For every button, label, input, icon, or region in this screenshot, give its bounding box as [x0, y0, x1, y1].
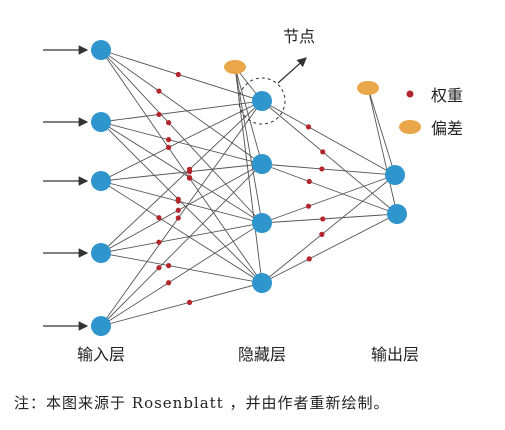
weight-dot	[156, 239, 162, 245]
connection-edge	[100, 222, 263, 254]
connection-edge	[100, 163, 263, 327]
hidden-bias-node	[224, 60, 246, 74]
connection-edge	[100, 100, 263, 123]
connection-edge	[100, 222, 263, 327]
legend-weight-dot	[406, 90, 414, 98]
hidden-node	[252, 91, 272, 111]
connection-edge	[100, 163, 263, 254]
connection-edge	[234, 66, 263, 284]
highlight-node-circle	[238, 77, 286, 125]
hidden-layer-label: 隐藏层	[238, 345, 286, 364]
connection-edge	[261, 100, 396, 176]
input-layer-label: 输入层	[77, 345, 125, 364]
source-note: 注：本图来源于 Rosenblatt ，并由作者重新绘制。	[14, 394, 390, 412]
weight-dot	[156, 111, 162, 118]
connection-edge	[261, 213, 398, 284]
input-node	[91, 171, 111, 191]
connection-edge	[261, 174, 396, 284]
connection-edge	[100, 49, 263, 165]
weight-dot	[175, 71, 181, 78]
weight-dot	[319, 166, 325, 172]
connection-edge	[100, 180, 263, 224]
connection-edge	[367, 87, 398, 215]
hidden-node	[252, 154, 272, 174]
hidden-node	[252, 213, 272, 233]
callout-arrow	[277, 57, 307, 84]
input-arrows	[43, 45, 89, 331]
connection-edge	[261, 163, 398, 215]
weight-dot	[320, 149, 326, 155]
legend-weight-label: 权重	[431, 86, 463, 105]
connection-edge	[367, 87, 396, 176]
weight-dot	[306, 178, 312, 185]
weight-dot	[156, 215, 162, 221]
weight-dot	[156, 88, 162, 94]
connection-edge	[261, 163, 396, 176]
connection-edge	[100, 121, 263, 284]
connection-edge	[100, 252, 263, 284]
weight-dot	[175, 198, 181, 204]
weight-dot	[166, 280, 172, 286]
input-node	[91, 316, 111, 336]
weight-dot	[186, 299, 193, 305]
connection-edge	[100, 282, 263, 327]
connection-edge	[100, 49, 263, 102]
neural-network-diagram: 节点 权重 偏差 输入层 隐藏层 输出层	[43, 27, 463, 364]
node-callout-label: 节点	[283, 27, 315, 46]
input-node	[91, 112, 111, 132]
connection-edges	[100, 49, 398, 327]
connection-edge	[100, 49, 263, 284]
connection-edge	[100, 100, 263, 254]
output-node	[387, 204, 407, 224]
connection-edge	[100, 100, 263, 182]
weight-dot	[186, 166, 193, 172]
output-layer-label: 输出层	[371, 345, 419, 364]
hidden-node	[252, 273, 272, 293]
input-node	[91, 40, 111, 60]
neuron-nodes	[91, 40, 407, 336]
legend-bias-icon	[399, 120, 421, 134]
connection-edge	[100, 180, 263, 284]
connection-edge	[261, 213, 398, 224]
weight-dot	[319, 231, 325, 237]
weight-dot	[166, 144, 172, 150]
weight-dot	[305, 203, 312, 209]
weight-dot	[320, 216, 326, 222]
weight-dot	[156, 265, 162, 271]
weight-dot	[186, 174, 193, 181]
weight-dot	[166, 120, 172, 126]
connection-edge	[100, 121, 263, 165]
connection-edge	[234, 66, 263, 224]
connection-edge	[261, 100, 398, 215]
weight-dot	[305, 124, 312, 130]
legend-bias-label: 偏差	[431, 119, 463, 138]
weight-dot	[175, 207, 181, 213]
weight-dot	[166, 263, 172, 269]
connection-edge	[234, 66, 263, 165]
bias-nodes	[224, 60, 379, 95]
weight-dot	[175, 215, 181, 221]
output-bias-node	[357, 81, 379, 95]
connection-edge	[100, 163, 263, 182]
weight-dot	[166, 137, 172, 143]
weight-dots	[156, 71, 326, 305]
input-node	[91, 243, 111, 263]
connection-edge	[261, 174, 396, 224]
weight-dot	[306, 256, 312, 262]
connection-edge	[100, 49, 263, 224]
output-node	[385, 165, 405, 185]
connection-edge	[100, 100, 263, 327]
